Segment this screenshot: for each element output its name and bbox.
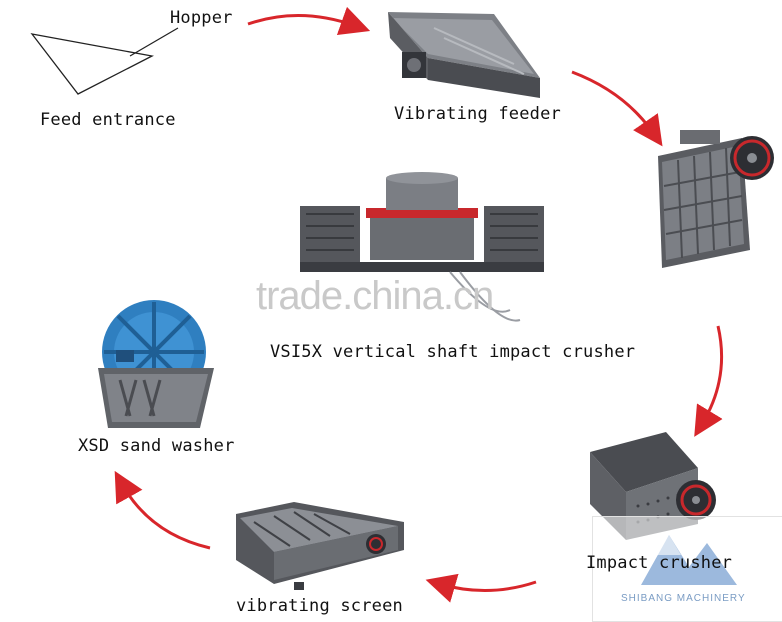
sbm-logo-box: SHIBANG MACHINERY bbox=[592, 516, 782, 622]
label-feed-entrance: Feed entrance bbox=[40, 110, 176, 130]
label-impact-crusher: Impact crusher bbox=[586, 553, 733, 573]
arrow-screen-to-washer bbox=[114, 470, 211, 550]
vibrating-feeder-image bbox=[388, 12, 540, 98]
vsi-crusher-image bbox=[300, 172, 544, 322]
watermark-text: trade.china.cn bbox=[256, 274, 494, 318]
sbm-logo-subtitle: SHIBANG MACHINERY bbox=[621, 593, 746, 604]
arrow-impact-to-screen bbox=[425, 573, 537, 603]
sbm-logo-icon bbox=[641, 535, 737, 585]
arrow-jaw-to-impact bbox=[694, 325, 724, 437]
arrow-hopper-to-feeder bbox=[247, 6, 371, 36]
label-sand-washer: XSD sand washer bbox=[78, 436, 235, 456]
vibrating-screen-image bbox=[236, 502, 404, 590]
label-hopper: Hopper bbox=[170, 8, 233, 28]
jaw-crusher-image bbox=[658, 130, 774, 268]
arrow-feeder-to-jaw bbox=[571, 70, 663, 147]
label-vsi-crusher: VSI5X vertical shaft impact crusher bbox=[270, 342, 636, 362]
sand-washer-image bbox=[98, 300, 214, 428]
label-vibrating-screen: vibrating screen bbox=[236, 596, 403, 616]
label-vibrating-feeder: Vibrating feeder bbox=[394, 104, 561, 124]
